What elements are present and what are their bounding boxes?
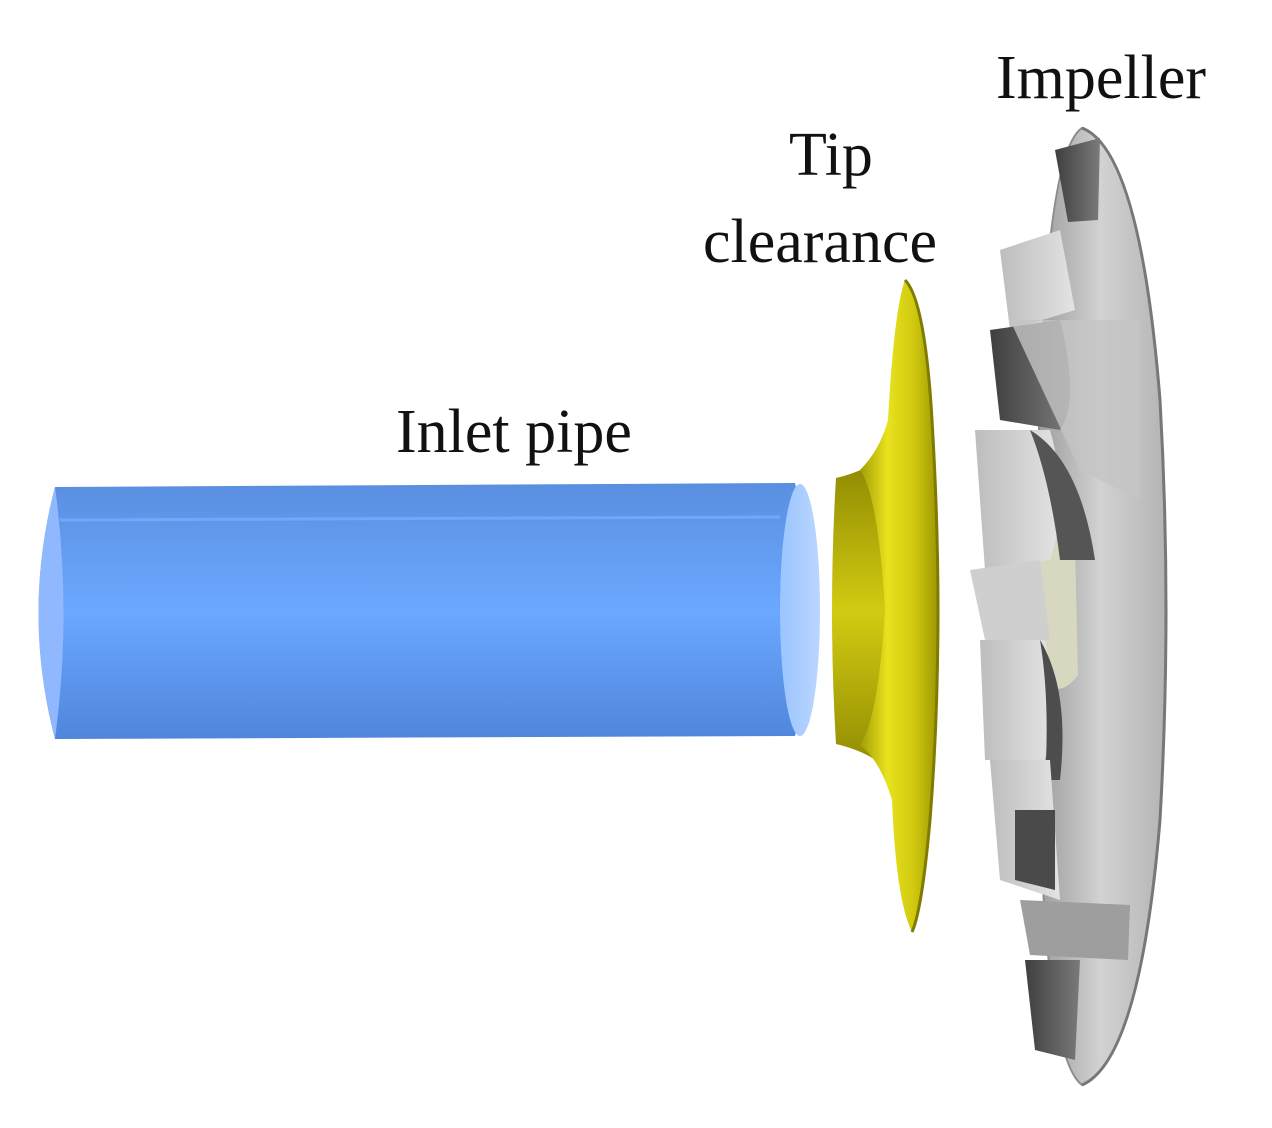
tip-clearance bbox=[832, 278, 940, 933]
impeller-label: Impeller bbox=[996, 44, 1206, 112]
tip-clearance-label-line1: Tip bbox=[789, 121, 873, 189]
inlet-pipe-label: Inlet pipe bbox=[396, 398, 632, 466]
inlet-pipe bbox=[38, 483, 820, 739]
tip-clearance-label-line2: clearance bbox=[703, 208, 937, 276]
impeller bbox=[970, 126, 1168, 1087]
